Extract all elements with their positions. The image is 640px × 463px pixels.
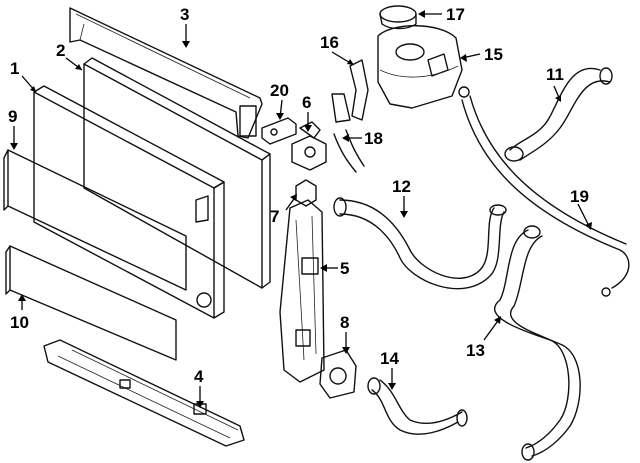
hose-part-13 — [493, 225, 581, 461]
cap-part-17 — [379, 5, 417, 30]
sensor-part-7 — [295, 179, 317, 207]
callout-1: 1 — [10, 59, 19, 78]
leader-lines — [10, 10, 592, 408]
bracket-part-5 — [279, 199, 325, 383]
callout-7: 7 — [270, 207, 279, 226]
radiator-frame-part-3 — [69, 7, 263, 139]
pump-part-8 — [319, 349, 357, 399]
hose-part-11 — [504, 67, 613, 162]
callout-14: 14 — [380, 349, 399, 368]
callout-13: 13 — [466, 341, 485, 360]
condenser-part-2 — [83, 57, 271, 289]
callout-19: 19 — [570, 187, 589, 206]
callout-9: 9 — [8, 107, 17, 126]
callout-17: 17 — [446, 5, 465, 24]
callout-4: 4 — [194, 367, 204, 386]
callout-18: 18 — [364, 129, 383, 148]
air-shutter-part-10 — [5, 245, 177, 361]
mount-part-20 — [261, 117, 297, 145]
callout-12: 12 — [392, 177, 411, 196]
callout-2: 2 — [56, 41, 65, 60]
expansion-tank-part-15 — [377, 25, 463, 109]
callout-6: 6 — [302, 93, 311, 112]
callout-3: 3 — [180, 5, 189, 24]
hose-part-18 — [333, 129, 365, 173]
pipe-part-19 — [458, 86, 630, 297]
air-shutter-part-9 — [3, 149, 187, 291]
callout-labels: 1 2 3 4 5 6 7 8 9 10 11 12 13 14 15 16 1… — [8, 5, 589, 386]
lower-deflector-part-4 — [43, 339, 245, 447]
callout-16: 16 — [320, 33, 339, 52]
hose-part-12 — [333, 197, 507, 290]
hose-fitting-part-16 — [331, 59, 369, 123]
callout-8: 8 — [340, 313, 349, 332]
callout-5: 5 — [340, 259, 349, 278]
callout-20: 20 — [270, 81, 289, 100]
hose-part-14 — [367, 377, 468, 435]
callout-10: 10 — [10, 313, 29, 332]
callout-11: 11 — [546, 65, 564, 84]
radiator-part-1 — [33, 85, 225, 319]
callout-15: 15 — [484, 45, 503, 64]
